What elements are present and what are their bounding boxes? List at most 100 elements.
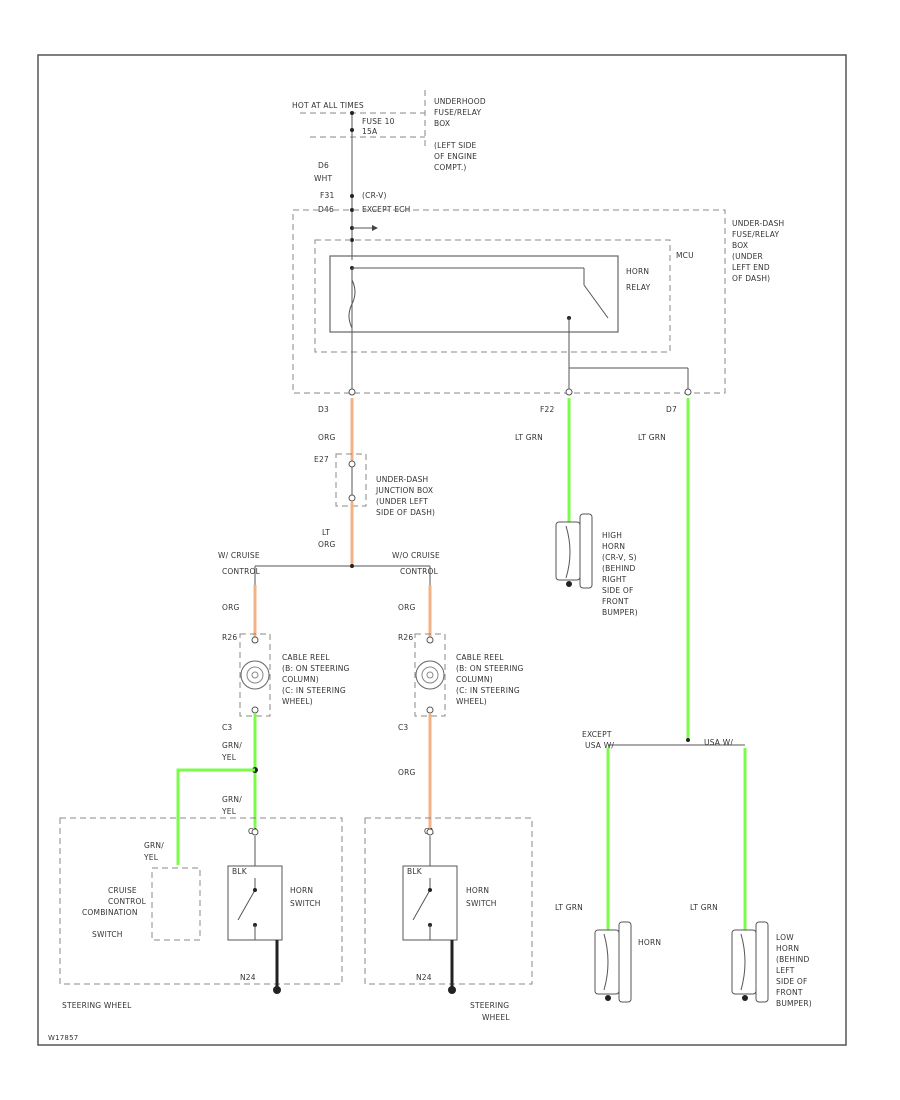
svg-text:OF DASH): OF DASH)	[732, 274, 770, 283]
svg-text:COMPT.): COMPT.)	[434, 163, 467, 172]
svg-text:HORN: HORN	[638, 938, 661, 947]
svg-text:LOW: LOW	[776, 933, 794, 942]
svg-text:STEERING: STEERING	[470, 1001, 509, 1010]
svg-text:(BEHIND: (BEHIND	[602, 564, 635, 573]
svg-text:N24: N24	[240, 973, 256, 982]
svg-text:BLK: BLK	[407, 867, 423, 876]
svg-text:R26: R26	[398, 633, 413, 642]
svg-text:SWITCH: SWITCH	[290, 899, 321, 908]
svg-text:SIDE OF: SIDE OF	[602, 586, 634, 595]
svg-text:USA W/: USA W/	[585, 741, 614, 750]
svg-text:HORN: HORN	[466, 886, 489, 895]
svg-text:SIDE OF DASH): SIDE OF DASH)	[376, 508, 435, 517]
svg-text:ORG: ORG	[222, 603, 240, 612]
svg-text:W/O CRUISE: W/O CRUISE	[392, 551, 440, 560]
svg-text:WHEEL): WHEEL)	[282, 697, 313, 706]
svg-text:D7: D7	[666, 405, 677, 414]
svg-text:BOX: BOX	[434, 119, 450, 128]
mcu-box	[314, 239, 671, 353]
svg-text:(LEFT SIDE: (LEFT SIDE	[434, 141, 477, 150]
svg-text:(BEHIND: (BEHIND	[776, 955, 809, 964]
svg-text:HORN: HORN	[626, 267, 649, 276]
steering-wheel-box-right	[364, 817, 533, 985]
svg-text:SWITCH: SWITCH	[466, 899, 497, 908]
svg-text:USA W/: USA W/	[704, 738, 733, 747]
under-dash-box	[292, 209, 726, 394]
svg-text:YEL: YEL	[143, 853, 159, 862]
svg-text:JUNCTION BOX: JUNCTION BOX	[375, 486, 433, 495]
svg-text:(UNDER LEFT: (UNDER LEFT	[376, 497, 428, 506]
svg-text:BOX: BOX	[732, 241, 748, 250]
svg-text:FRONT: FRONT	[602, 597, 629, 606]
svg-text:GRN/: GRN/	[222, 741, 242, 750]
svg-text:C3: C3	[222, 723, 232, 732]
svg-text:GRN/: GRN/	[222, 795, 242, 804]
svg-text:HORN: HORN	[290, 886, 313, 895]
svg-text:D3: D3	[318, 405, 329, 414]
svg-text:N24: N24	[416, 973, 432, 982]
diagram-border	[37, 54, 847, 1046]
svg-text:RIGHT: RIGHT	[602, 575, 627, 584]
cable-reel-icon	[415, 660, 445, 690]
svg-text:LT GRN: LT GRN	[515, 433, 543, 442]
svg-text:UNDER-DASH: UNDER-DASH	[732, 219, 784, 228]
svg-text:LT GRN: LT GRN	[690, 903, 718, 912]
svg-text:C3: C3	[398, 723, 408, 732]
svg-text:LEFT: LEFT	[776, 966, 795, 975]
svg-text:WHEEL): WHEEL)	[456, 697, 487, 706]
svg-text:LT: LT	[322, 528, 330, 537]
svg-text:F22: F22	[540, 405, 554, 414]
svg-text:(B: ON STEERING: (B: ON STEERING	[282, 664, 350, 673]
svg-text:CONTROL: CONTROL	[400, 567, 439, 576]
low-horn-icon	[731, 929, 757, 995]
svg-text:RELAY: RELAY	[626, 283, 651, 292]
svg-text:CABLE REEL: CABLE REEL	[282, 653, 330, 662]
svg-text:LT GRN: LT GRN	[555, 903, 583, 912]
svg-text:HIGH: HIGH	[602, 531, 622, 540]
horn-icon	[594, 929, 620, 995]
power-source-label: HOT AT ALL TIMES	[292, 101, 364, 110]
cruise-combo-switch	[151, 867, 201, 941]
svg-text:D6: D6	[318, 161, 329, 170]
svg-text:WHEEL: WHEEL	[482, 1013, 510, 1022]
svg-text:FUSE/RELAY: FUSE/RELAY	[434, 108, 481, 117]
svg-text:E27: E27	[314, 455, 329, 464]
svg-text:EXCEPT: EXCEPT	[582, 730, 612, 739]
svg-text:(UNDER: (UNDER	[732, 252, 763, 261]
svg-text:FRONT: FRONT	[776, 988, 803, 997]
fuse-label: FUSE 10	[362, 117, 395, 126]
svg-text:HORN: HORN	[776, 944, 799, 953]
svg-text:ORG: ORG	[318, 540, 336, 549]
svg-text:BLK: BLK	[232, 867, 248, 876]
svg-text:HORN: HORN	[602, 542, 625, 551]
mcu-label: MCU	[676, 251, 694, 260]
svg-text:SIDE OF: SIDE OF	[776, 977, 808, 986]
svg-text:COMBINATION: COMBINATION	[82, 908, 138, 917]
svg-text:(C: IN STEERING: (C: IN STEERING	[282, 686, 346, 695]
svg-text:UNDERHOOD: UNDERHOOD	[434, 97, 486, 106]
svg-text:YEL: YEL	[221, 753, 237, 762]
svg-text:COLUMN): COLUMN)	[282, 675, 319, 684]
svg-text:CABLE REEL: CABLE REEL	[456, 653, 504, 662]
svg-text:R26: R26	[222, 633, 237, 642]
svg-text:FUSE/RELAY: FUSE/RELAY	[732, 230, 779, 239]
svg-text:LT GRN: LT GRN	[638, 433, 666, 442]
svg-text:CRUISE: CRUISE	[108, 886, 137, 895]
svg-text:CONTROL: CONTROL	[222, 567, 261, 576]
svg-text:BUMPER): BUMPER)	[776, 999, 812, 1008]
svg-text:LEFT END: LEFT END	[732, 263, 770, 272]
svg-text:COLUMN): COLUMN)	[456, 675, 493, 684]
steering-wheel-label-left: STEERING WHEEL	[62, 1001, 132, 1010]
svg-text:YEL: YEL	[221, 807, 237, 816]
svg-text:OF ENGINE: OF ENGINE	[434, 152, 477, 161]
cable-reel-icon	[240, 660, 270, 690]
svg-text:GRN/: GRN/	[144, 841, 164, 850]
svg-text:UNDER-DASH: UNDER-DASH	[376, 475, 428, 484]
svg-text:ORG: ORG	[398, 603, 416, 612]
svg-text:BUMPER): BUMPER)	[602, 608, 638, 617]
svg-text:(CR-V, S): (CR-V, S)	[602, 553, 637, 562]
svg-text:WHT: WHT	[314, 174, 332, 183]
steering-wheel-box-left	[59, 817, 343, 985]
svg-text:(B: ON STEERING: (B: ON STEERING	[456, 664, 524, 673]
